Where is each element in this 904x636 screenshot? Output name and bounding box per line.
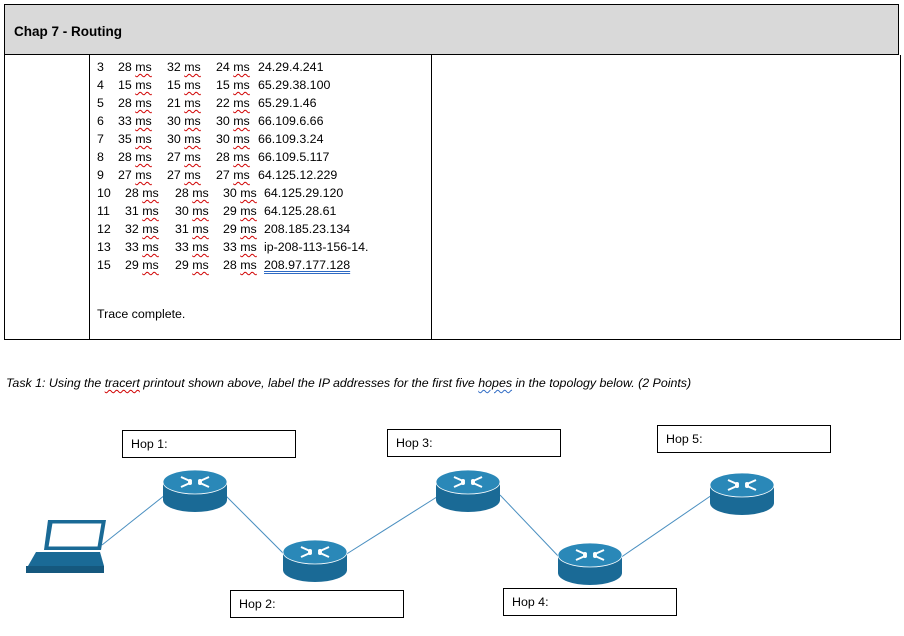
rtt-1: 27 ms <box>118 168 152 182</box>
rtt-1: 33 ms <box>118 114 152 128</box>
rtt-2: 21 ms <box>167 96 201 110</box>
router-icon <box>709 472 775 515</box>
hop-number: 13 <box>97 240 111 254</box>
rtt-1: 28 ms <box>118 60 152 74</box>
link-line <box>344 494 441 556</box>
hop-number: 11 <box>97 204 110 218</box>
rtt-1: 35 ms <box>118 132 152 146</box>
trace-complete-text: Trace complete. <box>97 307 186 321</box>
hop-3-label-box[interactable]: Hop 3: <box>387 429 561 457</box>
rtt-1: 32 ms <box>125 222 159 236</box>
rtt-2: 27 ms <box>167 168 201 182</box>
task-word-hopes: hopes <box>478 376 513 390</box>
link-line <box>499 494 561 559</box>
rtt-2: 28 ms <box>175 186 209 200</box>
hop-number: 8 <box>97 150 104 164</box>
trace-table: 3 28 ms 32 ms 24 ms 24.29.4.241 4 15 ms 15 ms 15… <box>4 55 901 340</box>
rtt-3: 24 ms <box>216 60 250 74</box>
hop-ip-address: 66.109.5.117 <box>258 150 330 164</box>
hop-ip-address: 66.109.6.66 <box>258 114 324 128</box>
rtt-3: 29 ms <box>223 204 257 218</box>
hop-ip-address: 66.109.3.24 <box>258 132 324 146</box>
hop-number: 9 <box>97 168 104 182</box>
hop-number: 7 <box>97 132 104 146</box>
hop-4-label: Hop 4: <box>512 595 549 609</box>
link-line <box>619 494 713 559</box>
rtt-2: 31 ms <box>175 222 209 236</box>
hop-number: 6 <box>97 114 104 128</box>
rtt-3: 30 ms <box>223 186 257 200</box>
rtt-2: 33 ms <box>175 240 209 254</box>
rtt-1: 33 ms <box>125 240 159 254</box>
hop-number: 15 <box>97 258 111 272</box>
hop-number: 5 <box>97 96 104 110</box>
hop-2-label-box[interactable]: Hop 2: <box>230 590 404 618</box>
router-icon <box>435 469 501 512</box>
rtt-3: 27 ms <box>216 168 250 182</box>
rtt-3: 28 ms <box>216 150 250 164</box>
rtt-2: 15 ms <box>167 78 201 92</box>
rtt-3: 28 ms <box>223 258 257 272</box>
task-text: Task 1: Using the <box>6 376 105 390</box>
task-text: printout shown above, label the IP addre… <box>139 376 479 390</box>
hop-number: 3 <box>97 60 104 74</box>
page-title: Chap 7 - Routing <box>14 24 122 39</box>
rtt-3: 15 ms <box>216 78 250 92</box>
hop-ip-address: 208.97.177.128 <box>264 258 351 272</box>
rtt-2: 30 ms <box>175 204 209 218</box>
link-line <box>224 494 286 556</box>
hop-number: 10 <box>97 186 111 200</box>
task-word-tracert: tracert <box>104 376 140 390</box>
link-lines <box>101 494 713 559</box>
link-line <box>101 494 166 546</box>
rtt-3: 33 ms <box>223 240 257 254</box>
hop-ip-address: ip-208-113-156-14. <box>264 240 369 254</box>
rtt-1: 28 ms <box>118 150 152 164</box>
hop-3-label: Hop 3: <box>396 436 433 450</box>
rtt-1: 28 ms <box>118 96 152 110</box>
rtt-1: 28 ms <box>125 186 159 200</box>
router-icon <box>162 469 228 512</box>
hop-ip-address: 64.125.28.61 <box>264 204 337 218</box>
router-icon <box>282 539 348 582</box>
hop-ip-address: 64.125.12.229 <box>258 168 338 182</box>
router-icon <box>557 542 623 585</box>
task-text: in the topology below. (2 Points) <box>512 376 692 390</box>
rtt-2: 30 ms <box>167 132 201 146</box>
hop-2-label: Hop 2: <box>239 597 276 611</box>
rtt-3: 22 ms <box>216 96 250 110</box>
column-divider <box>431 55 432 339</box>
network-topology-diagram <box>26 469 775 585</box>
task-instruction: Task 1: Using the tracert printout shown… <box>6 376 691 390</box>
rtt-2: 27 ms <box>167 150 201 164</box>
rtt-2: 29 ms <box>175 258 209 272</box>
hop-ip-address: 65.29.1.46 <box>258 96 317 110</box>
hop-5-label: Hop 5: <box>666 432 703 446</box>
hop-ip-address: 64.125.29.120 <box>264 186 344 200</box>
rtt-2: 32 ms <box>167 60 201 74</box>
hop-ip-address: 65.29.38.100 <box>258 78 331 92</box>
hop-number: 4 <box>97 78 104 92</box>
hop-5-label-box[interactable]: Hop 5: <box>657 425 831 453</box>
rtt-3: 29 ms <box>223 222 257 236</box>
hop-ip-address: 208.185.23.134 <box>264 222 351 236</box>
hop-4-label-box[interactable]: Hop 4: <box>503 588 677 616</box>
hop-1-label-box[interactable]: Hop 1: <box>122 430 296 458</box>
hop-ip-address: 24.29.4.241 <box>258 60 324 74</box>
rtt-2: 30 ms <box>167 114 201 128</box>
rtt-3: 30 ms <box>216 114 250 128</box>
rtt-1: 29 ms <box>125 258 159 272</box>
rtt-1: 31 ms <box>125 204 159 218</box>
rtt-1: 15 ms <box>118 78 152 92</box>
hop-1-label: Hop 1: <box>131 437 168 451</box>
rtt-3: 30 ms <box>216 132 250 146</box>
document-header: Chap 7 - Routing <box>4 4 899 55</box>
hop-number: 12 <box>97 222 111 236</box>
laptop-icon <box>26 520 106 573</box>
column-divider <box>89 55 90 339</box>
